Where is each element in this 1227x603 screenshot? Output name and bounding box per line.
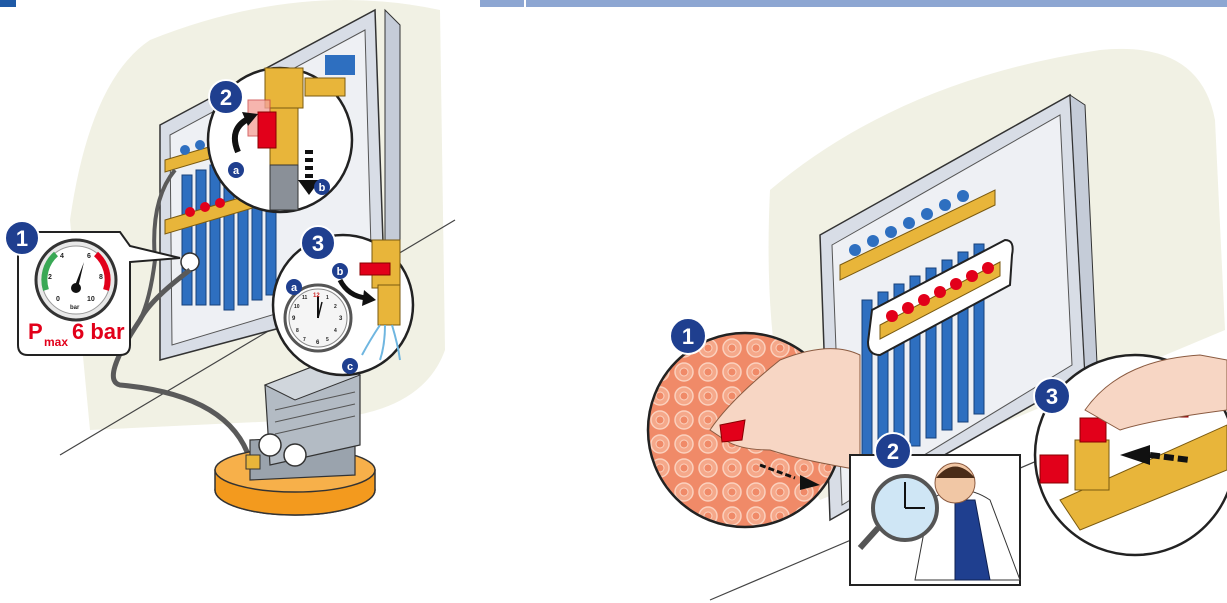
left-inline-gauge [180, 252, 200, 272]
clock-number-10: 10 [294, 304, 300, 310]
left-badge-1: 1 [4, 220, 40, 256]
right-callout-3-caps [1033, 353, 1227, 557]
left-scene [17, 0, 456, 516]
right-manifold-top [839, 189, 996, 281]
left-sub-badge-b2: b [332, 263, 348, 279]
gauge-tick-0: 0 [56, 296, 60, 303]
left-hose [110, 268, 253, 461]
left-sub-badge-a2-label: a [291, 282, 298, 294]
left-sub-badge-b1-label: b [319, 182, 326, 194]
left-badge-3-label: 3 [312, 231, 324, 256]
clock-number-5: 5 [326, 337, 329, 343]
right-badge-2-label: 2 [887, 439, 899, 464]
pressure-gauge-icon [34, 238, 118, 322]
clock-number-12: 12 [313, 293, 320, 299]
left-sub-badge-b2-label: b [337, 266, 344, 278]
gauge-tick-10: 10 [87, 296, 95, 303]
header-bar-right [480, 0, 1227, 7]
right-scene [646, 48, 1227, 601]
right-badge-1-label: 1 [682, 324, 694, 349]
gauge-unit: bar [70, 305, 80, 311]
right-badge-2: 2 [874, 432, 912, 470]
left-sub-badge-a1-label: a [233, 165, 240, 177]
left-badge-2-label: 2 [220, 85, 232, 110]
worker-icon [914, 462, 1021, 581]
right-badge-3-label: 3 [1046, 384, 1058, 409]
left-sub-badge-a2: a [286, 279, 302, 295]
right-callout-1-dots [646, 331, 861, 529]
right-badge-3: 3 [1033, 377, 1071, 415]
compressor-icon [214, 359, 376, 516]
pmax-p: P [28, 319, 43, 344]
clock-number-3: 3 [339, 316, 343, 322]
left-sub-badge-c2-label: c [347, 361, 353, 373]
left-badge-1-label: 1 [16, 226, 28, 251]
gauge-tick-8: 8 [99, 274, 103, 281]
clock-number-7: 7 [303, 337, 306, 343]
callout-3-test [271, 233, 415, 377]
right-badge-1: 1 [669, 317, 707, 355]
right-manifold-bottom-highlight [866, 238, 1014, 357]
left-sub-badge-c2: c [342, 358, 358, 374]
clock-icon [283, 283, 353, 353]
clock-number-9: 9 [292, 316, 296, 322]
header-bar-left [0, 0, 16, 7]
clock-number-1: 1 [326, 295, 329, 301]
pmax-value: 6 bar [72, 319, 125, 344]
gauge-tick-6: 6 [87, 253, 91, 260]
gauge-tick-4: 4 [60, 253, 64, 260]
left-sub-badge-a1: a [228, 162, 244, 178]
clock-number-11: 11 [302, 295, 308, 301]
left-badge-3: 3 [300, 225, 336, 261]
header-bar-separator [524, 0, 526, 7]
clock-number-6: 6 [316, 340, 320, 346]
pmax-sub: max [44, 335, 68, 349]
left-sub-badge-b1: b [314, 179, 330, 195]
clock-number-4: 4 [334, 328, 337, 334]
left-labels: 0 2 4 6 8 10 bar P max 6 bar 12 3 6 9 1 … [28, 253, 343, 349]
ball-valve-icon [359, 239, 401, 361]
clock-number-2: 2 [334, 304, 337, 310]
left-badge-2: 2 [208, 79, 244, 115]
callout-1-gauge-box [17, 231, 181, 356]
clock-number-8: 8 [296, 328, 299, 334]
right-callout-2-inspection [849, 454, 1021, 586]
callout-2-valve [206, 55, 355, 214]
gauge-tick-2: 2 [48, 274, 52, 281]
magnifier-icon [857, 474, 939, 551]
